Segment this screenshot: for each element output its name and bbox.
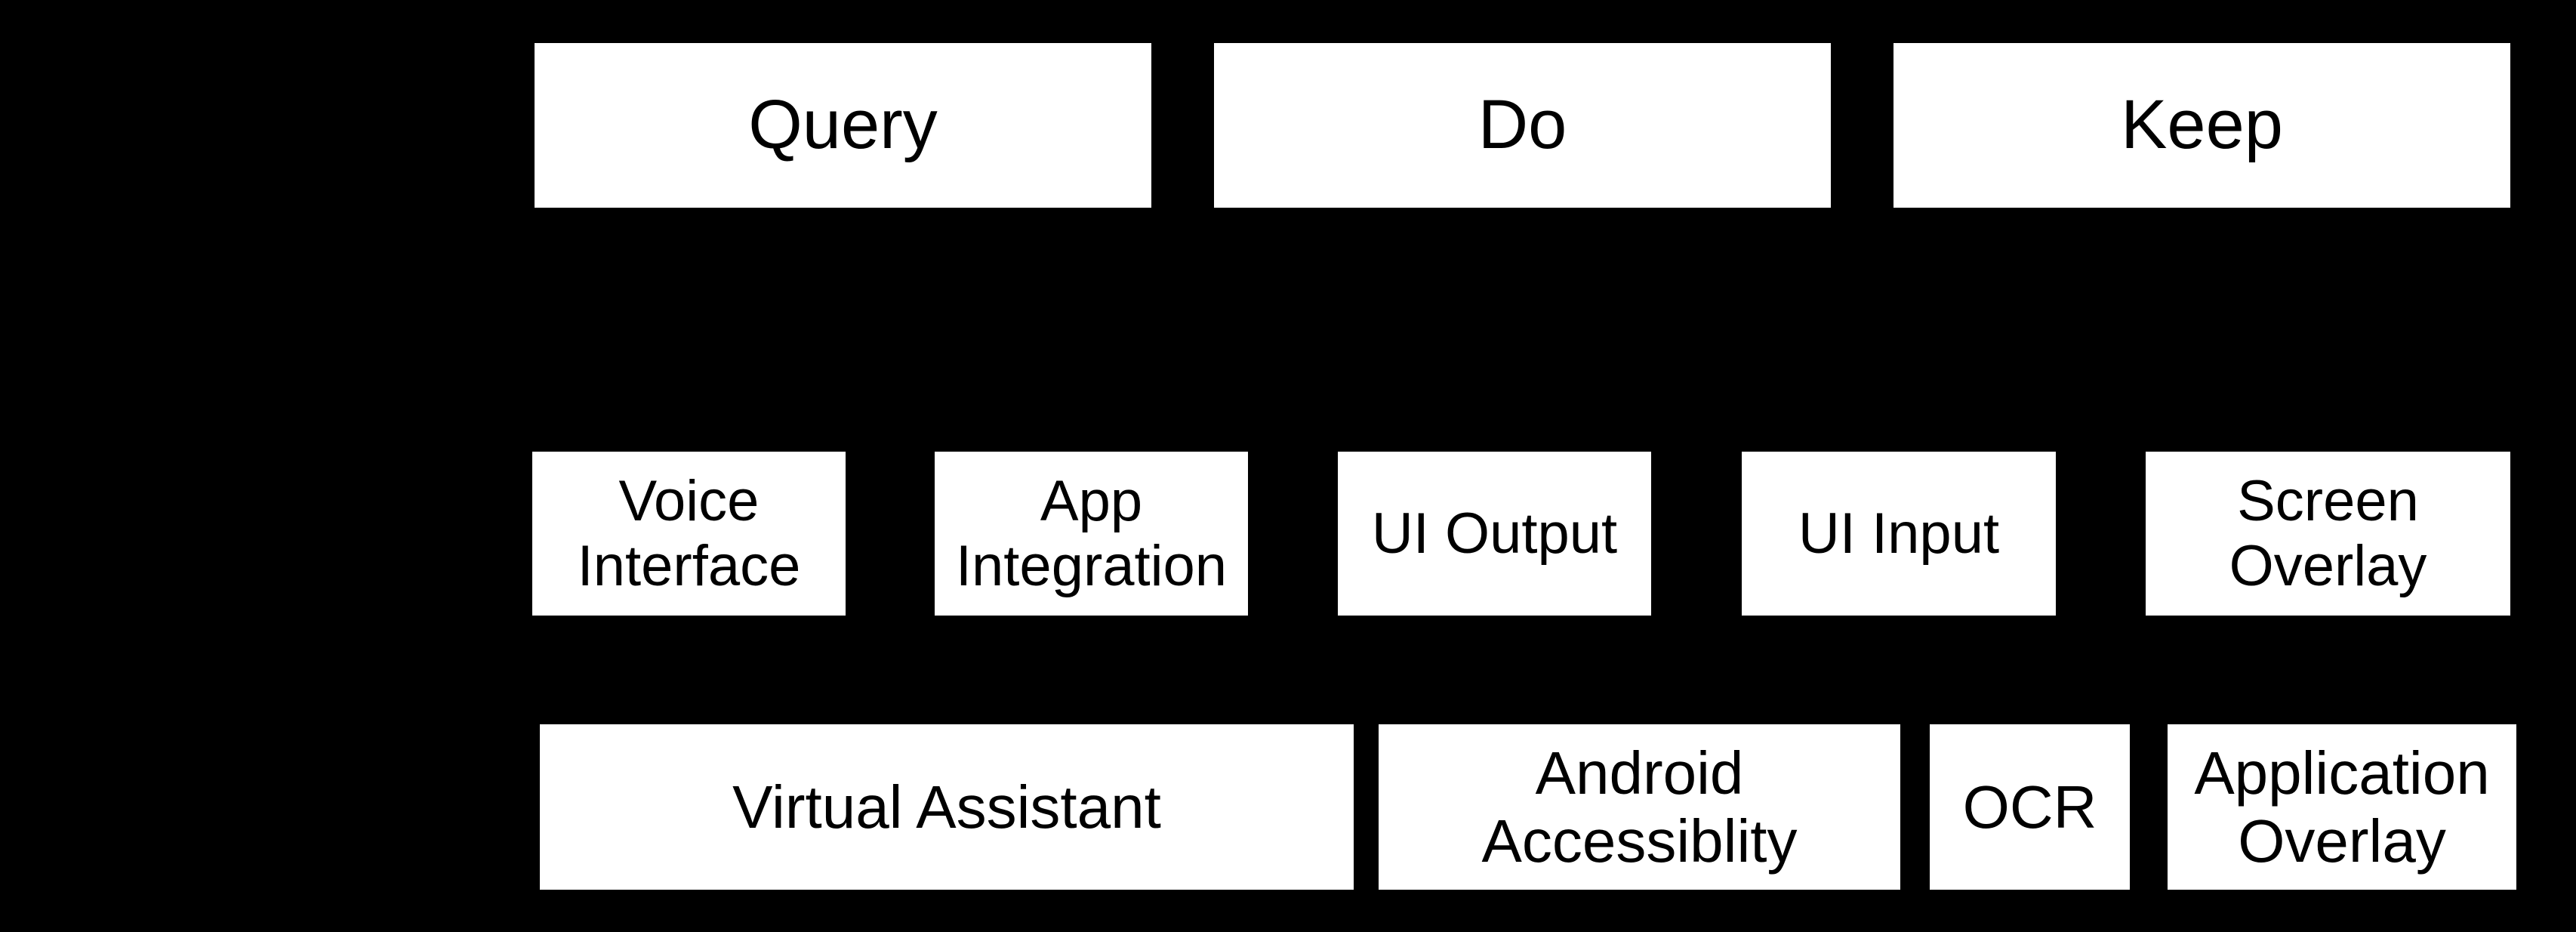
block-label-ui-output: UI Output bbox=[1371, 501, 1618, 566]
block-label-do: Do bbox=[1478, 86, 1567, 164]
block-label-query: Query bbox=[748, 86, 938, 164]
block-application-overlay[interactable]: Application Overlay bbox=[2168, 724, 2516, 890]
block-screen-overlay[interactable]: Screen Overlay bbox=[2146, 452, 2510, 616]
block-virtual-assistant[interactable]: Virtual Assistant bbox=[540, 724, 1354, 890]
block-ui-input[interactable]: UI Input bbox=[1742, 452, 2056, 616]
block-ui-output[interactable]: UI Output bbox=[1338, 452, 1651, 616]
block-label-application-overlay: Application Overlay bbox=[2194, 739, 2490, 875]
block-label-ui-input: UI Input bbox=[1798, 501, 2000, 566]
block-keep[interactable]: Keep bbox=[1893, 43, 2510, 208]
block-label-android-accessiblity: Android Accessiblity bbox=[1481, 739, 1798, 875]
block-do[interactable]: Do bbox=[1214, 43, 1831, 208]
block-label-voice-interface: Voice Interface bbox=[577, 469, 801, 598]
block-android-accessiblity[interactable]: Android Accessiblity bbox=[1379, 724, 1900, 890]
block-label-ocr: OCR bbox=[1962, 773, 2097, 841]
block-app-integration[interactable]: App Integration bbox=[935, 452, 1248, 616]
block-label-virtual-assistant: Virtual Assistant bbox=[732, 773, 1161, 841]
block-label-keep: Keep bbox=[2121, 86, 2283, 164]
block-query[interactable]: Query bbox=[535, 43, 1151, 208]
block-voice-interface[interactable]: Voice Interface bbox=[532, 452, 846, 616]
block-label-screen-overlay: Screen Overlay bbox=[2229, 469, 2427, 598]
block-label-app-integration: App Integration bbox=[955, 469, 1228, 598]
block-ocr[interactable]: OCR bbox=[1930, 724, 2130, 890]
